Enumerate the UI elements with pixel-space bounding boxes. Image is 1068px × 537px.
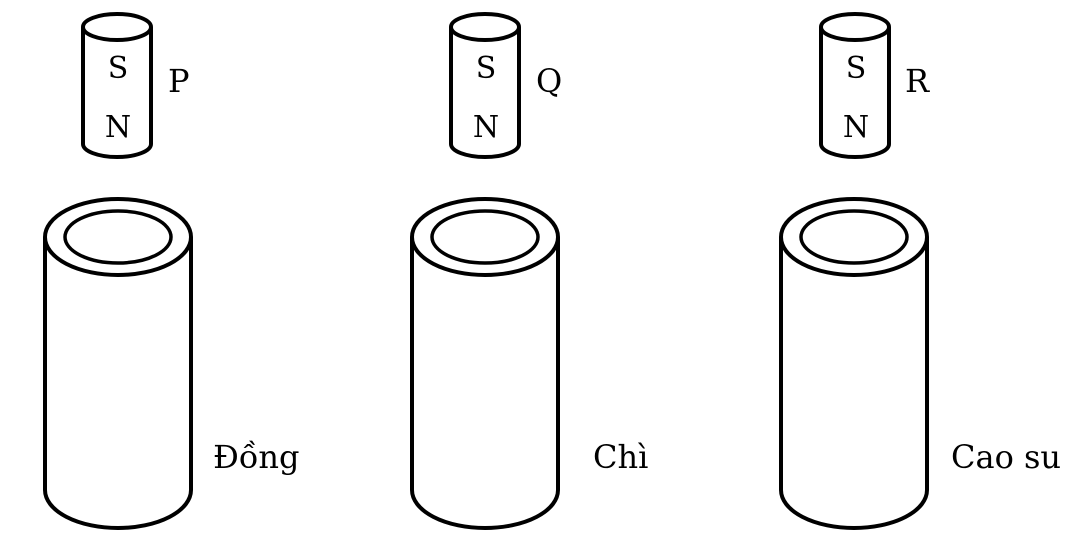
magnet-pole-s: S bbox=[476, 51, 497, 86]
tube-inner-opening bbox=[799, 209, 909, 265]
tube-body bbox=[410, 237, 560, 530]
tube-cao-su bbox=[779, 197, 929, 530]
tube-body bbox=[43, 237, 193, 530]
magnet-q: S N bbox=[449, 12, 521, 159]
magnet-body bbox=[819, 27, 891, 159]
tube-body bbox=[779, 237, 929, 530]
experiment-group-2: S N Q Chì bbox=[410, 12, 648, 530]
magnet-label-r: R bbox=[905, 62, 930, 100]
magnet-pole-s: S bbox=[108, 51, 129, 86]
magnet-top bbox=[819, 12, 891, 42]
experiment-group-1: S N P Đồng bbox=[43, 12, 300, 530]
magnet-pole-n: N bbox=[473, 110, 499, 145]
tube-chi bbox=[410, 197, 560, 530]
tube-inner-opening bbox=[430, 209, 540, 265]
magnet-pole-n: N bbox=[105, 110, 131, 145]
tube-label-cao-su: Cao su bbox=[951, 438, 1061, 476]
magnet-body bbox=[449, 27, 521, 159]
magnet-p: S N bbox=[81, 12, 153, 159]
magnet-r: S N bbox=[819, 12, 891, 159]
tube-label-chi: Chì bbox=[593, 438, 648, 476]
tube-dong bbox=[43, 197, 193, 530]
magnet-pole-s: S bbox=[846, 51, 867, 86]
magnet-label-p: P bbox=[168, 62, 190, 100]
magnet-top bbox=[81, 12, 153, 42]
magnet-label-q: Q bbox=[536, 62, 562, 100]
tube-inner-opening bbox=[63, 209, 173, 265]
tube-label-dong: Đồng bbox=[213, 438, 300, 476]
experiment-group-3: S N R Cao su bbox=[779, 12, 1061, 530]
magnet-pole-n: N bbox=[843, 110, 869, 145]
magnet-top bbox=[449, 12, 521, 42]
magnet-body bbox=[81, 27, 153, 159]
